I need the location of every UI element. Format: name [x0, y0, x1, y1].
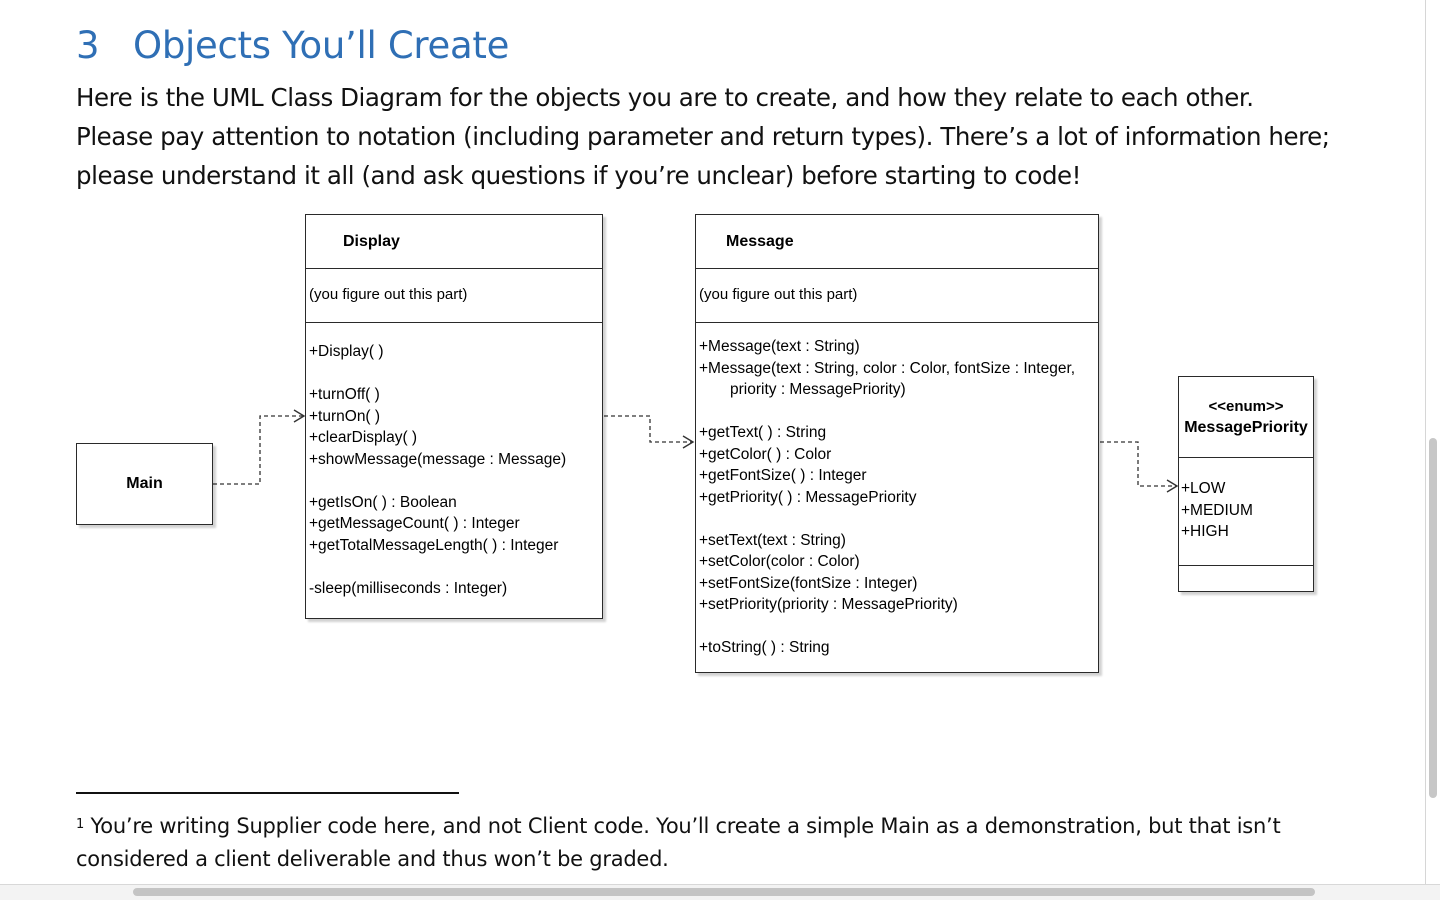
- display-op-turnon: +turnOn( ): [309, 408, 381, 425]
- enum-operations-section: [1179, 565, 1313, 591]
- enum-literal-medium: +MEDIUM: [1181, 502, 1253, 519]
- display-op-showmessage: +showMessage(message : Message): [309, 451, 567, 468]
- vertical-scrollbar-thumb[interactable]: [1429, 438, 1437, 798]
- display-operations-section: +Display( ) +turnOff( ) +turnOn( ) +clea…: [306, 322, 602, 618]
- display-op-sleep: -sleep(milliseconds : Integer): [309, 580, 508, 597]
- message-attributes-section: (you figure out this part): [696, 268, 1098, 323]
- main-class-name: Main: [126, 475, 163, 492]
- message-op-constructor-text: +Message(text : String): [699, 338, 860, 355]
- footnote-marker: 1: [76, 817, 85, 832]
- message-op-gettext: +getText( ) : String: [699, 424, 827, 441]
- message-op-getcolor: +getColor( ) : Color: [699, 446, 832, 463]
- message-class-name: Message: [726, 233, 794, 250]
- display-op-getison: +getIsOn( ) : Boolean: [309, 494, 457, 511]
- horizontal-scrollbar-thumb[interactable]: [133, 888, 1315, 896]
- display-op-cleardisplay: +clearDisplay( ): [309, 429, 418, 446]
- message-attributes-text: (you figure out this part): [699, 286, 858, 303]
- display-class-box: Display (you figure out this part) +Disp…: [305, 214, 603, 619]
- enum-literal-low: +LOW: [1181, 480, 1226, 497]
- message-op-getpriority: +getPriority( ) : MessagePriority: [699, 489, 917, 506]
- message-operations-section: +Message(text : String) +Message(text : …: [696, 322, 1098, 672]
- enum-literals-section: +LOW +MEDIUM +HIGH: [1179, 457, 1313, 566]
- enum-class-name: MessagePriority: [1184, 419, 1308, 436]
- section-heading: 3 Objects You’ll Create: [76, 24, 509, 67]
- display-class-name: Display: [343, 233, 400, 250]
- message-op-getfontsize: +getFontSize( ) : Integer: [699, 467, 867, 484]
- message-class-box: Message (you figure out this part) +Mess…: [695, 214, 1099, 673]
- message-op-settext: +setText(text : String): [699, 532, 846, 549]
- enum-literal-high: +HIGH: [1181, 523, 1229, 540]
- message-op-setpriority: +setPriority(priority : MessagePriority): [699, 596, 958, 613]
- message-op-constructor-full: +Message(text : String, color : Color, f…: [699, 360, 1076, 377]
- page-right-border: [1425, 0, 1426, 884]
- section-number: 3: [76, 24, 100, 67]
- message-op-tostring: +toString( ) : String: [699, 639, 830, 656]
- message-op-constructor-full-cont: priority : MessagePriority): [730, 381, 906, 398]
- main-class-box: Main: [76, 443, 213, 525]
- footnote-text: You’re writing Supplier code here, and n…: [76, 814, 1281, 871]
- display-attributes-text: (you figure out this part): [309, 286, 468, 303]
- footnote: 1 You’re writing Supplier code here, and…: [76, 810, 1336, 876]
- display-op-getmessagecount: +getMessageCount( ) : Integer: [309, 515, 520, 532]
- message-op-setcolor: +setColor(color : Color): [699, 553, 860, 570]
- message-op-setfontsize: +setFontSize(fontSize : Integer): [699, 575, 918, 592]
- messagepriority-enum-box: <<enum>> MessagePriority +LOW +MEDIUM +H…: [1178, 376, 1314, 592]
- enum-stereotype: <<enum>>: [1208, 398, 1284, 415]
- intro-paragraph: Here is the UML Class Diagram for the ob…: [76, 83, 1330, 190]
- display-attributes-section: (you figure out this part): [306, 268, 602, 323]
- display-op-gettotalmessagelength: +getTotalMessageLength( ) : Integer: [309, 537, 559, 554]
- footnote-separator: [76, 792, 459, 794]
- display-op-turnoff: +turnOff( ): [309, 386, 380, 403]
- section-title: Objects You’ll Create: [133, 24, 510, 67]
- display-op-constructor: +Display( ): [309, 343, 384, 360]
